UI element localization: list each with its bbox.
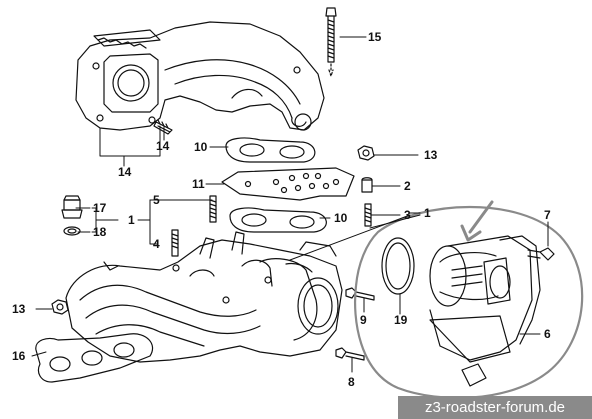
- bolt-15: [325, 7, 337, 63]
- gasket-10-upper: [225, 137, 316, 163]
- label-6: 6: [544, 327, 551, 341]
- label-2: 2: [404, 179, 411, 193]
- leader-lines: [31, 36, 549, 373]
- label-16: 16: [12, 349, 26, 363]
- label-1-left: 1: [128, 213, 135, 227]
- label-9: 9: [360, 313, 367, 327]
- label-8: 8: [348, 375, 355, 389]
- label-14-lower: 13: [12, 302, 26, 316]
- nut-14-upper: [357, 145, 375, 161]
- label-11: 11: [192, 177, 205, 191]
- lower-intake-manifold: [65, 231, 343, 363]
- throttle-housing-6: [429, 235, 541, 387]
- label-14-upper: 13: [424, 148, 438, 162]
- label-15: 15: [368, 30, 382, 44]
- label-13: 14: [156, 139, 170, 153]
- stud-3: [364, 203, 372, 227]
- label-12: 14: [118, 165, 132, 179]
- label-10-lower: 10: [334, 211, 348, 225]
- watermark: z3-roadster-forum.de: [398, 396, 592, 419]
- gasket-16: [35, 333, 154, 383]
- label-1-right: 1: [424, 206, 431, 220]
- bolt-9: [345, 287, 375, 301]
- intermediate-flange-11: [221, 167, 355, 201]
- gasket-10-lower: [229, 207, 327, 233]
- highlight-circle: [353, 206, 584, 400]
- part-labels: 15 14 14 10 11 13 2 3 1 10 5 4 1 17 18 1…: [12, 30, 551, 389]
- nut-14-lower: [51, 299, 69, 315]
- label-5: 5: [153, 193, 160, 207]
- upper-intake-manifold: [75, 21, 325, 131]
- screw-7: [527, 247, 555, 261]
- label-7: 7: [544, 208, 551, 222]
- label-17: 17: [93, 201, 107, 215]
- bolt-8: [335, 347, 365, 361]
- label-18: 18: [93, 225, 107, 239]
- label-3: 3: [404, 208, 411, 222]
- stud-5: [209, 195, 217, 223]
- seal-ring-19: [381, 237, 415, 295]
- label-4: 4: [153, 237, 160, 251]
- highlight-arrow: [460, 200, 494, 242]
- stud-13: [153, 119, 173, 135]
- seal-ring-18: [63, 226, 81, 236]
- stud-4: [171, 229, 179, 257]
- label-10-upper: 10: [194, 140, 208, 154]
- sleeve-2: [361, 177, 373, 193]
- label-19: 19: [394, 313, 408, 327]
- plug-17: [61, 195, 83, 219]
